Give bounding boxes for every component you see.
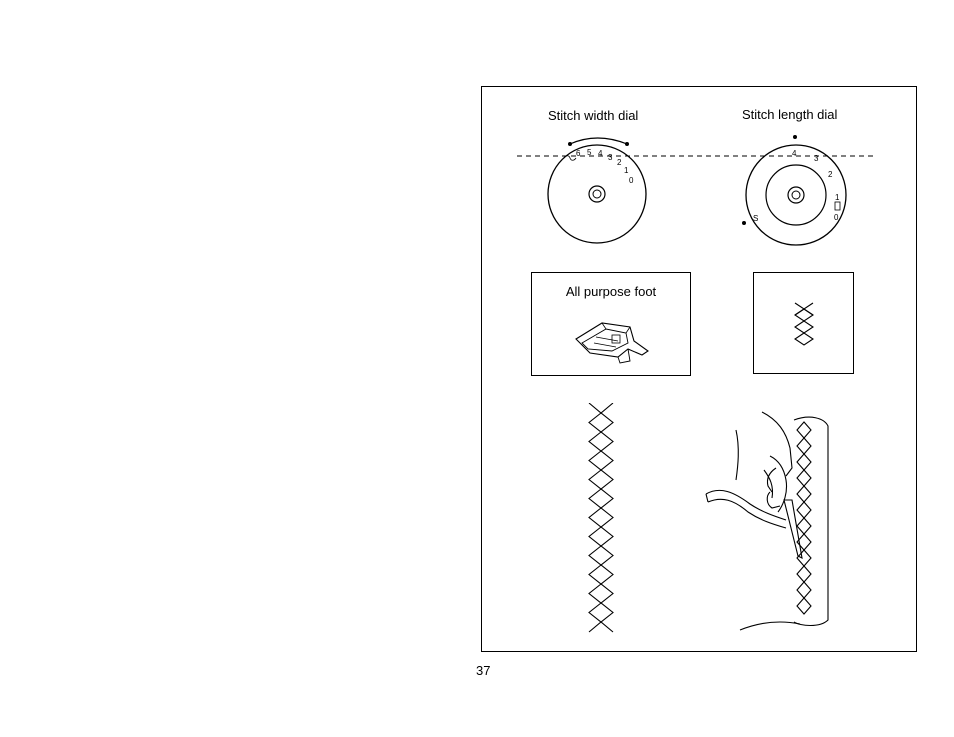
width-dial-number-5: 5	[587, 148, 592, 157]
stitch-width-dial-label: Stitch width dial	[548, 108, 638, 123]
width-dial-number-0: 0	[629, 176, 634, 185]
page-number: 37	[476, 663, 490, 678]
stitch-width-dial: 6 5 4 3 2 1 0	[540, 130, 660, 250]
length-dial-number-2: 2	[828, 170, 833, 179]
length-dial-number-1: 1	[835, 193, 840, 202]
length-dial-number-4: 4	[792, 149, 797, 158]
width-dial-infinity-mark	[564, 156, 576, 161]
width-dial-number-4: 4	[598, 149, 603, 158]
width-dial-number-6: 6	[576, 149, 581, 158]
length-dial-number-3: 3	[814, 154, 819, 163]
sewing-hands-illustration	[700, 408, 850, 638]
length-dial-stretch-mark	[835, 202, 840, 210]
width-dial-number-3: 3	[608, 153, 613, 162]
length-dial-letter-s: S	[753, 214, 758, 223]
length-dial-number-0: 0	[834, 213, 839, 222]
diamond-stitch-sample	[585, 403, 617, 635]
diamond-stitch-pattern-icon	[792, 301, 816, 347]
width-dial-number-1: 1	[624, 166, 629, 175]
stitch-length-dial-label: Stitch length dial	[742, 107, 837, 122]
all-purpose-foot-box: All purpose foot	[531, 272, 691, 376]
width-dial-number-2: 2	[617, 158, 622, 167]
presser-foot-icon	[572, 317, 657, 367]
stitch-length-dial: 4 3 2 1 0 S	[738, 126, 858, 256]
all-purpose-foot-label: All purpose foot	[532, 284, 690, 299]
stitch-pattern-box	[753, 272, 854, 374]
